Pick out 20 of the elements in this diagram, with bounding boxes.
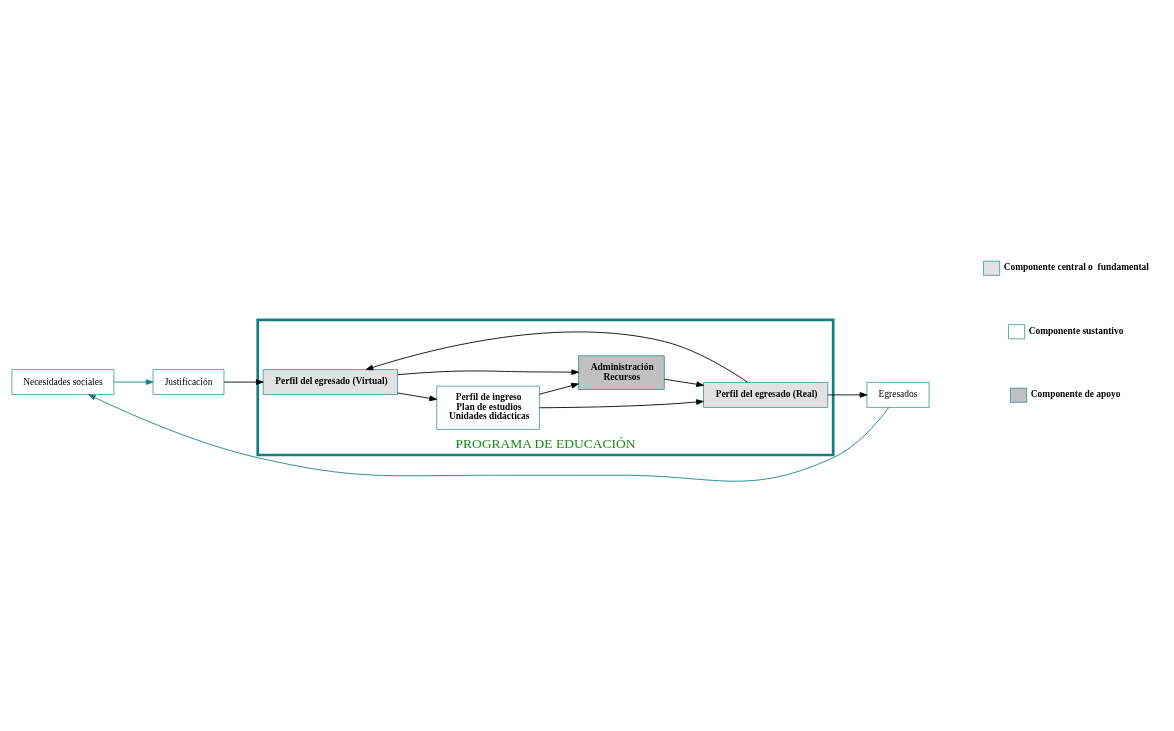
node-box: Perfil de ingreso Plan de estudios Unidades didácticas — [436, 385, 540, 430]
node-box: Perfil del egresado (Virtual) — [262, 368, 398, 395]
arrow — [397, 392, 437, 401]
legend-label: Componente central o fundamental — [1003, 261, 1149, 272]
node-box: Administración Recursos — [578, 354, 665, 390]
node-box: Necesidades sociales — [11, 368, 115, 395]
arrow — [827, 391, 868, 398]
arrow — [663, 378, 704, 387]
arrow — [88, 393, 890, 482]
legend-label: Componente de apoyo — [1030, 388, 1121, 399]
arrow — [397, 368, 579, 375]
arrow — [365, 331, 749, 383]
legend-label: Componente sustantivo — [1028, 325, 1124, 336]
arrow — [539, 398, 704, 408]
node-box: Justificación — [152, 368, 225, 395]
node-box: Egresados — [866, 381, 930, 408]
arrow — [223, 378, 264, 385]
arrow — [113, 378, 154, 385]
node-box: Perfil del egresado (Real) — [703, 381, 829, 408]
arrow — [538, 382, 579, 395]
